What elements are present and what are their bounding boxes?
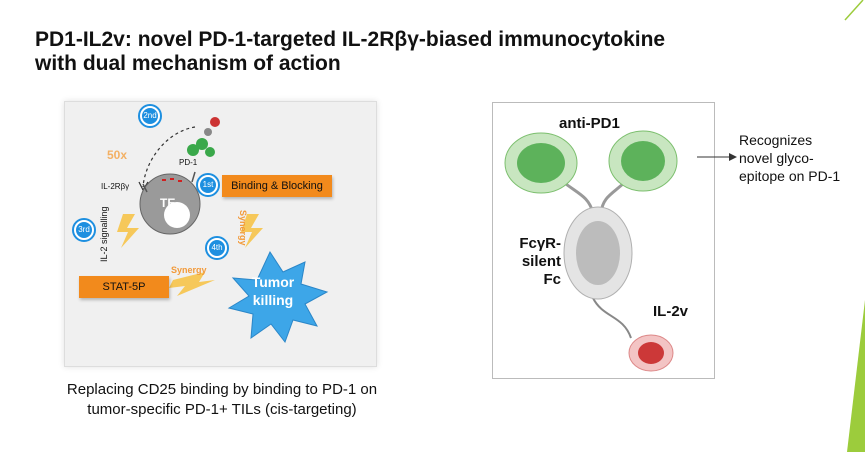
fc-label-line1: FcγR- — [519, 235, 561, 252]
lightning-icon — [117, 214, 139, 248]
badge-3rd-label: 3rd — [78, 225, 90, 234]
badge-2nd-label: 2nd — [143, 111, 157, 120]
il2v-label: IL-2v — [653, 303, 689, 320]
anti-pd1-label: anti-PD1 — [559, 115, 620, 132]
diagram-caption: Replacing CD25 binding by binding to PD-… — [66, 381, 378, 418]
title-line-2: with dual mechanism of action — [35, 52, 341, 75]
page-title: PD1-IL2v: novel PD-1-targeted IL-2Rβγ-bi… — [35, 28, 795, 76]
dashed-arrow — [142, 126, 196, 188]
tumor-killing-line1: Tumor — [251, 274, 295, 290]
fc-label-line3: Fc — [543, 271, 561, 288]
t-cell-icon — [139, 171, 201, 235]
title-line-1: PD1-IL2v: novel PD-1-targeted IL-2Rβγ-bi… — [35, 28, 666, 51]
badge-4th-label: 4th — [211, 243, 223, 252]
binding-blocking-box: Binding & Blocking — [222, 175, 332, 197]
badge-2nd-icon — [138, 104, 162, 128]
pd1-label: PD-1 — [179, 158, 198, 167]
molecule-icon — [187, 117, 220, 157]
il2-signalling-label: IL-2 signalling — [99, 206, 109, 262]
fifty-x-label: 50x — [107, 148, 128, 162]
corner-accent — [844, 0, 865, 452]
mechanism-graphics — [72, 104, 329, 344]
badge-4th-icon — [205, 236, 229, 260]
lightning-icon — [169, 272, 215, 296]
t-cell-label: TE — [160, 196, 176, 210]
synergy-horizontal-label: Synergy — [171, 265, 207, 275]
badge-1st-label: 1st — [202, 180, 214, 189]
fc-label-line2: silent — [521, 253, 561, 270]
arrow-right-icon — [697, 153, 737, 161]
synergy-vertical-label: Synergy — [238, 210, 248, 246]
mechanism-diagram: 2nd 1st 3rd 4th 50x PD-1 IL-2Rβγ TE Bind… — [64, 101, 377, 367]
il2r-label: IL-2Rβγ — [101, 182, 130, 191]
linker-line — [592, 297, 632, 339]
lightning-icon — [241, 214, 263, 248]
glyco-epitope-note: Recognizes novel glyco-epitope on PD-1 — [739, 132, 841, 184]
antibody-structure: anti-PD1 FcγR- silent Fc IL-2v — [492, 102, 715, 379]
badge-1st-icon — [196, 173, 220, 197]
tumor-burst-icon — [227, 250, 329, 344]
badge-3rd-icon — [72, 218, 96, 242]
fc-label: FcγR- silent Fc — [507, 235, 561, 289]
antibody-graphics — [504, 130, 678, 372]
stat5p-box: STAT-5P — [79, 276, 169, 298]
tumor-killing-line2: killing — [252, 292, 294, 308]
